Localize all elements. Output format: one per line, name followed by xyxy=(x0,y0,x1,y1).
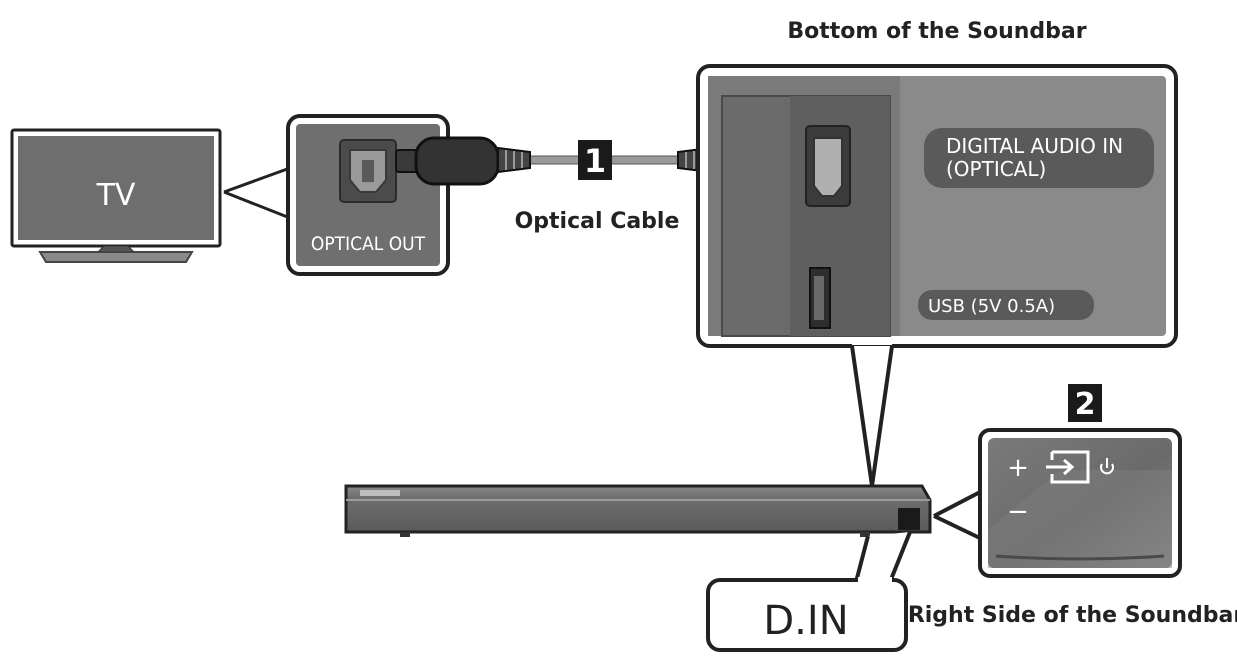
volume-plus-label: + xyxy=(1007,453,1029,483)
bottom-of-soundbar-title: Bottom of the Soundbar xyxy=(787,19,1086,44)
soundbar-illustration xyxy=(344,484,932,537)
digital-audio-in-label: DIGITAL AUDIO IN xyxy=(946,134,1123,158)
din-label: D.IN xyxy=(763,598,848,644)
usb-label: USB (5V 0.5A) xyxy=(928,296,1055,317)
din-callout-box xyxy=(706,578,908,652)
step-1-number: 1 xyxy=(584,142,606,180)
step-1-badge xyxy=(578,140,612,180)
tv-label: TV xyxy=(96,178,136,213)
soundbar-bottom-zoom: DIGITAL AUDIO IN (OPTICAL) USB (5V 0.5A) xyxy=(696,64,1178,348)
optical-out-label: OPTICAL OUT xyxy=(311,233,426,255)
input-source-icon xyxy=(1046,450,1090,484)
right-side-of-soundbar-title: Right Side of the Soundbar xyxy=(908,603,1237,628)
step-2-number: 2 xyxy=(1075,387,1096,422)
tv-callout-pointer xyxy=(223,166,292,220)
soundbar-right-side-zoom: + − xyxy=(978,428,1182,578)
tv-illustration: TV xyxy=(10,128,222,263)
din-callout-pointer xyxy=(854,531,912,584)
step-2-badge xyxy=(1068,384,1102,422)
optical-cable-label: Optical Cable xyxy=(515,209,680,234)
digital-audio-optical-label: (OPTICAL) xyxy=(946,157,1046,181)
volume-minus-label: − xyxy=(1007,497,1029,527)
right-side-callout-pointer xyxy=(933,488,986,542)
soundbar-bottom-callout-pointer xyxy=(850,345,894,488)
power-icon xyxy=(1100,458,1114,475)
